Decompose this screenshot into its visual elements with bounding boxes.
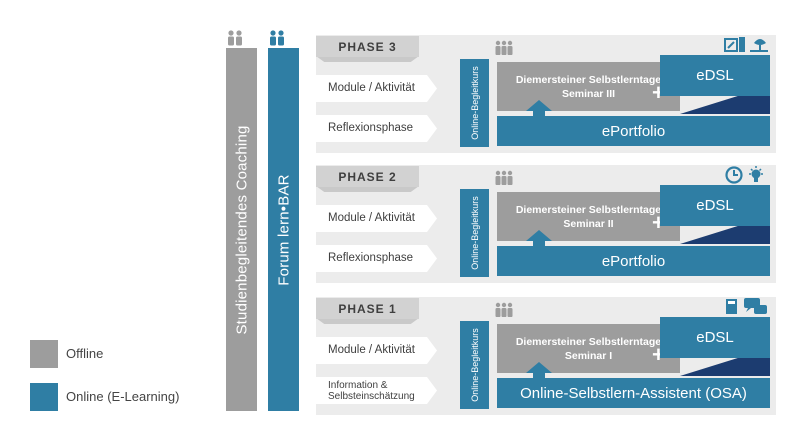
phase-icon [724, 297, 770, 322]
edsl-label: eDSL [696, 67, 734, 84]
seminar-number: Seminar I [564, 349, 613, 362]
module-activity-label: Module / Aktivität [328, 212, 415, 224]
wide-bar-label: ePortfolio [601, 122, 666, 140]
people-icon [270, 30, 284, 46]
edsl-box: eDSL [660, 185, 770, 226]
phase-second-label: Reflexionsphase [328, 252, 414, 264]
legend-online-label: Online (E-Learning) [66, 389, 180, 404]
edsl-label: eDSL [696, 197, 734, 214]
phase-icon [724, 35, 770, 60]
module-activity-arrow: Module / Aktivität [316, 337, 437, 364]
online-course-label: Online-Begleitkurs [469, 66, 480, 140]
coaching-label: Studienbegleitendes Coaching [233, 124, 250, 335]
seminar-title: Diemersteiner Selbstlerntage [515, 73, 662, 86]
phase-title: PHASE 3 [316, 36, 419, 57]
seminar-number: Seminar II [563, 217, 614, 230]
phase-tab-fold [316, 318, 419, 324]
wide-bar: ePortfolio [497, 246, 770, 276]
online-course-bar: Online-Begleitkurs [460, 59, 489, 147]
group-icon [495, 302, 513, 317]
legend-online-swatch [30, 383, 58, 411]
seminar-title: Diemersteiner Selbstlerntage [515, 203, 662, 216]
online-course-label: Online-Begleitkurs [469, 328, 480, 402]
coaching-bar: Studienbegleitendes Coaching [226, 48, 257, 411]
second-step-arrow: Information &Selbsteinschätzung [316, 377, 437, 404]
phase-second-label: Reflexionsphase [328, 122, 414, 134]
group-icon [495, 170, 513, 185]
phase-tab-fold [316, 56, 419, 62]
wide-bar: ePortfolio [497, 116, 770, 146]
group-icon [495, 40, 513, 55]
phase-second-line2: Selbsteinschätzung [328, 390, 415, 402]
online-course-bar: Online-Begleitkurs [460, 321, 489, 409]
phase-second-line1: Information & [328, 379, 388, 391]
wide-bar-label: Online-Selbstlern-Assistent (OSA) [520, 384, 747, 402]
module-activity-arrow: Module / Aktivität [316, 205, 437, 232]
phase-tab-fold [316, 186, 419, 192]
edsl-box: eDSL [660, 55, 770, 96]
phase-title: PHASE 1 [316, 298, 419, 319]
phase-title: PHASE 2 [316, 166, 419, 187]
second-step-arrow: Reflexionsphase [316, 115, 437, 142]
wide-bar: Online-Selbstlern-Assistent (OSA) [497, 378, 770, 408]
legend-offline-swatch [30, 340, 58, 368]
edsl-box: eDSL [660, 317, 770, 358]
seminar-title: Diemersteiner Selbstlerntage [515, 335, 662, 348]
module-activity-label: Module / Aktivität [328, 82, 415, 94]
forum-label: Forum lern•BAR [275, 173, 292, 286]
module-activity-label: Module / Aktivität [328, 344, 415, 356]
people-icon [228, 30, 242, 46]
phase-icon [724, 165, 770, 190]
online-course-label: Online-Begleitkurs [469, 196, 480, 270]
online-course-bar: Online-Begleitkurs [460, 189, 489, 277]
legend-offline-label: Offline [66, 346, 104, 361]
seminar-number: Seminar III [561, 87, 616, 100]
module-activity-arrow: Module / Aktivität [316, 75, 437, 102]
up-arrow-icon [526, 362, 552, 382]
up-arrow-icon [526, 230, 552, 250]
second-step-arrow: Reflexionsphase [316, 245, 437, 272]
wide-bar-label: ePortfolio [601, 252, 666, 270]
forum-bar: Forum lern•BAR [268, 48, 299, 411]
edsl-label: eDSL [696, 329, 734, 346]
up-arrow-icon [526, 100, 552, 120]
